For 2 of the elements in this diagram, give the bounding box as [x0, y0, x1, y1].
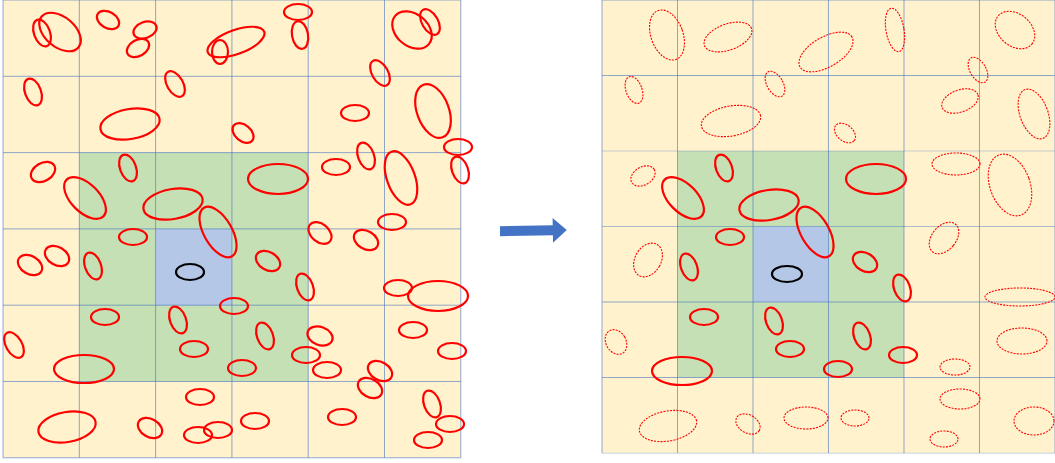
grid-drawing: [601, 0, 1055, 454]
grid-drawing: [2, 0, 474, 459]
